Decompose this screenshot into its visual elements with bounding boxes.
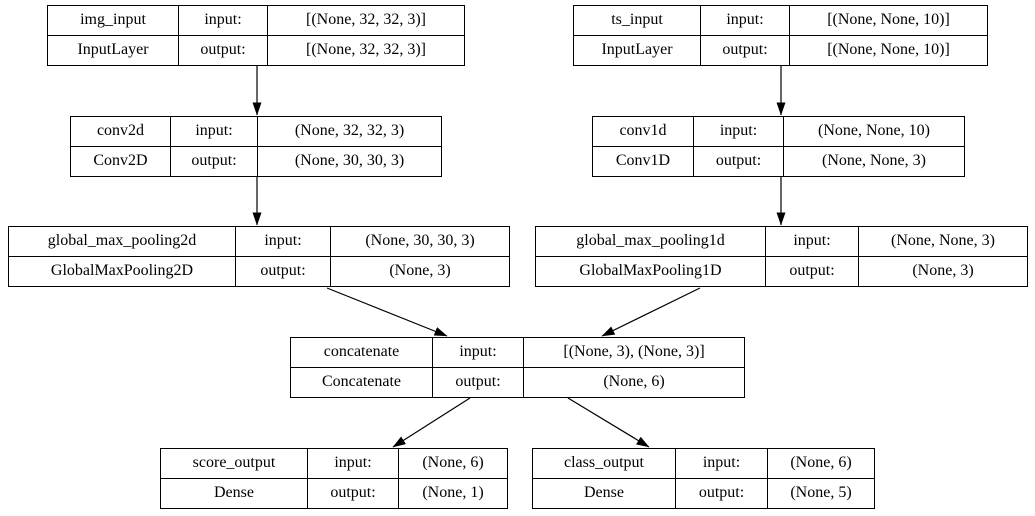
input-label: input: <box>676 449 768 479</box>
layer-name: img_input <box>48 6 179 36</box>
input-label: input: <box>766 227 859 257</box>
input-label: input: <box>171 117 258 147</box>
layer-class: Dense <box>161 478 308 508</box>
layer-input-shape: (None, 30, 30, 3) <box>331 227 509 257</box>
node-conv2d: conv2d input: (None, 32, 32, 3) Conv2D o… <box>70 116 442 177</box>
layer-input-shape: (None, 32, 32, 3) <box>258 117 441 147</box>
edge-concatenate-to-score_output <box>392 397 471 448</box>
layer-input-shape: (None, 6) <box>768 449 874 479</box>
output-label: output: <box>433 367 524 397</box>
layer-name: class_output <box>533 449 676 479</box>
layer-class: GlobalMaxPooling2D <box>9 256 236 286</box>
layer-input-shape: [(None, None, 10)] <box>790 6 987 36</box>
output-label: output: <box>179 35 268 65</box>
layer-name: conv1d <box>593 117 694 147</box>
layer-input-shape: (None, 6) <box>399 449 507 479</box>
layer-input-shape: (None, None, 3) <box>859 227 1027 257</box>
layer-name: ts_input <box>574 6 701 36</box>
layer-name: concatenate <box>291 338 433 368</box>
layer-input-shape: [(None, 32, 32, 3)] <box>268 6 464 36</box>
layer-name: score_output <box>161 449 308 479</box>
node-global_max_pooling2d: global_max_pooling2d input: (None, 30, 3… <box>8 226 510 287</box>
input-label: input: <box>179 6 268 36</box>
layer-class: InputLayer <box>574 35 701 65</box>
layer-class: Concatenate <box>291 367 433 397</box>
node-score_output: score_output input: (None, 6) Dense outp… <box>160 448 508 509</box>
output-label: output: <box>236 256 331 286</box>
node-conv1d: conv1d input: (None, None, 10) Conv1D ou… <box>592 116 965 177</box>
layer-class: Conv1D <box>593 146 694 176</box>
layer-output-shape: (None, None, 3) <box>822 152 926 170</box>
input-label: input: <box>701 6 790 36</box>
output-label: output: <box>308 478 399 508</box>
node-img_input: img_input input: [(None, 32, 32, 3)] Inp… <box>47 5 465 66</box>
edge-global_max_pooling2d-to-concatenate <box>326 287 448 337</box>
layer-output-shape: (None, 3) <box>912 262 974 280</box>
layer-output-shape: (None, 3) <box>389 262 451 280</box>
edge-concatenate-to-class_output <box>567 397 650 448</box>
output-label: output: <box>701 35 790 65</box>
layer-name: global_max_pooling1d <box>536 227 766 257</box>
layer-output-shape: [(None, None, 10)] <box>827 41 950 59</box>
input-label: input: <box>308 449 399 479</box>
layer-name: global_max_pooling2d <box>9 227 236 257</box>
input-label: input: <box>433 338 524 368</box>
layer-class: GlobalMaxPooling1D <box>536 256 766 286</box>
output-label: output: <box>694 146 784 176</box>
layer-input-shape: [(None, 3), (None, 3)] <box>524 338 744 368</box>
layer-output-shape: (None, 1) <box>422 484 484 502</box>
layer-class: Conv2D <box>71 146 171 176</box>
output-label: output: <box>171 146 258 176</box>
output-label: output: <box>766 256 859 286</box>
layer-class: InputLayer <box>48 35 179 65</box>
input-label: input: <box>236 227 331 257</box>
edge-global_max_pooling1d-to-concatenate <box>601 287 701 337</box>
output-label: output: <box>676 478 768 508</box>
layer-name: conv2d <box>71 117 171 147</box>
layer-output-shape: (None, 6) <box>603 373 665 391</box>
input-label: input: <box>694 117 784 147</box>
layer-class: Dense <box>533 478 676 508</box>
layer-output-shape: [(None, 32, 32, 3)] <box>306 41 426 59</box>
layer-output-shape: (None, 30, 30, 3) <box>294 152 405 170</box>
node-ts_input: ts_input input: [(None, None, 10)] Input… <box>573 5 988 66</box>
node-concatenate: concatenate input: [(None, 3), (None, 3)… <box>290 337 745 398</box>
node-global_max_pooling1d: global_max_pooling1d input: (None, None,… <box>535 226 1028 287</box>
node-class_output: class_output input: (None, 6) Dense outp… <box>532 448 875 509</box>
layer-input-shape: (None, None, 10) <box>784 117 964 147</box>
layer-output-shape: (None, 5) <box>790 484 852 502</box>
